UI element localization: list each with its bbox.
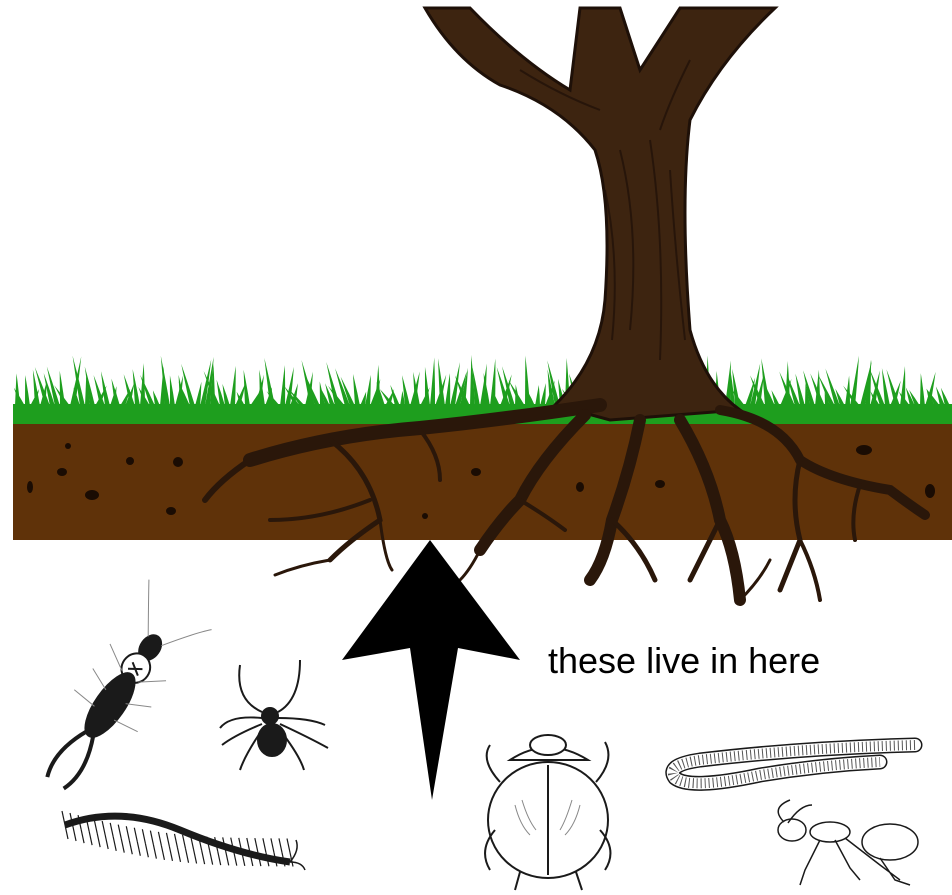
earwig-icon bbox=[23, 580, 215, 806]
up-arrow-icon bbox=[342, 540, 520, 800]
grass-blades bbox=[14, 355, 950, 406]
earthworm-icon bbox=[673, 745, 915, 783]
tree-trunk bbox=[425, 8, 775, 420]
annotation-label: these live in here bbox=[548, 640, 820, 682]
centipede-icon bbox=[62, 811, 305, 870]
ant-icon bbox=[778, 800, 918, 885]
spider-icon bbox=[220, 660, 328, 770]
beetle-icon bbox=[485, 735, 610, 890]
soil-layer bbox=[13, 422, 952, 540]
